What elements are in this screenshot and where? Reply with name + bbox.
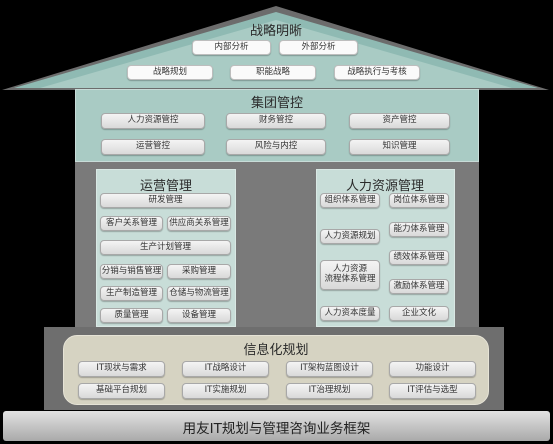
it-strategy-box: IT战略设计 xyxy=(182,361,269,377)
manufacturing-box: 生产制造管理 xyxy=(100,286,163,301)
strategy-execution-box: 战略执行与考核 xyxy=(334,65,420,80)
hr-control-box: 人力资源管控 xyxy=(101,113,205,129)
risk-control-box: 风险与内控 xyxy=(226,139,326,155)
hr-title: 人力资源管理 xyxy=(345,179,424,194)
competency-system-box: 能力体系管理 xyxy=(389,222,449,237)
it-architecture-box: IT架构蓝图设计 xyxy=(286,361,373,377)
position-system-box: 岗位体系管理 xyxy=(389,193,449,208)
group-management-title: 集团管控 xyxy=(250,96,303,111)
org-system-box: 组织体系管理 xyxy=(320,193,380,208)
procurement-box: 采购管理 xyxy=(167,264,231,279)
finance-control-box: 财务管控 xyxy=(226,113,326,129)
it-governance-box: IT治理规划 xyxy=(286,383,373,399)
rd-management-box: 研发管理 xyxy=(100,193,231,208)
it-status-box: IT现状与需求 xyxy=(78,361,165,377)
footer-base xyxy=(3,411,550,441)
platform-planning-box: 基础平台规划 xyxy=(78,383,165,399)
footer-title: 用友IT规划与管理咨询业务框架 xyxy=(182,421,371,437)
hr-planning-box: 人力资源规划 xyxy=(320,229,380,244)
internal-analysis-box: 内部分析 xyxy=(192,40,271,55)
crm-box: 客户关系管理 xyxy=(100,216,163,231)
it-evaluation-box: IT评估与选型 xyxy=(389,383,476,399)
asset-control-box: 资产管控 xyxy=(349,113,450,129)
production-planning-box: 生产计划管理 xyxy=(100,240,231,255)
knowledge-management-box: 知识管理 xyxy=(349,139,450,155)
corporate-culture-box: 企业文化 xyxy=(389,306,449,321)
quality-management-box: 质量管理 xyxy=(100,308,163,323)
external-analysis-box: 外部分析 xyxy=(279,40,358,55)
sales-distribution-box: 分销与销售管理 xyxy=(100,264,163,279)
operations-title: 运营管理 xyxy=(139,179,192,194)
human-capital-box: 人力资本度量 xyxy=(320,306,380,321)
roof-shape xyxy=(2,6,549,90)
warehouse-logistics-box: 仓储与物流管理 xyxy=(167,286,231,301)
it-planning-title: 信息化规划 xyxy=(243,343,309,358)
srm-box: 供应商关系管理 xyxy=(167,216,231,231)
hr-process-box: 人力资源 流程体系管理 xyxy=(320,260,380,290)
operation-control-box: 运营管控 xyxy=(101,139,205,155)
performance-system-box: 绩效体系管理 xyxy=(389,250,449,265)
it-implementation-box: IT实施规划 xyxy=(182,383,269,399)
incentive-system-box: 激励体系管理 xyxy=(389,279,449,294)
strategy-planning-box: 战略规划 xyxy=(127,65,213,80)
equipment-management-box: 设备管理 xyxy=(167,308,231,323)
functional-strategy-box: 职能战略 xyxy=(230,65,316,80)
function-design-box: 功能设计 xyxy=(389,361,476,377)
roof-title: 战略明晰 xyxy=(249,24,302,39)
